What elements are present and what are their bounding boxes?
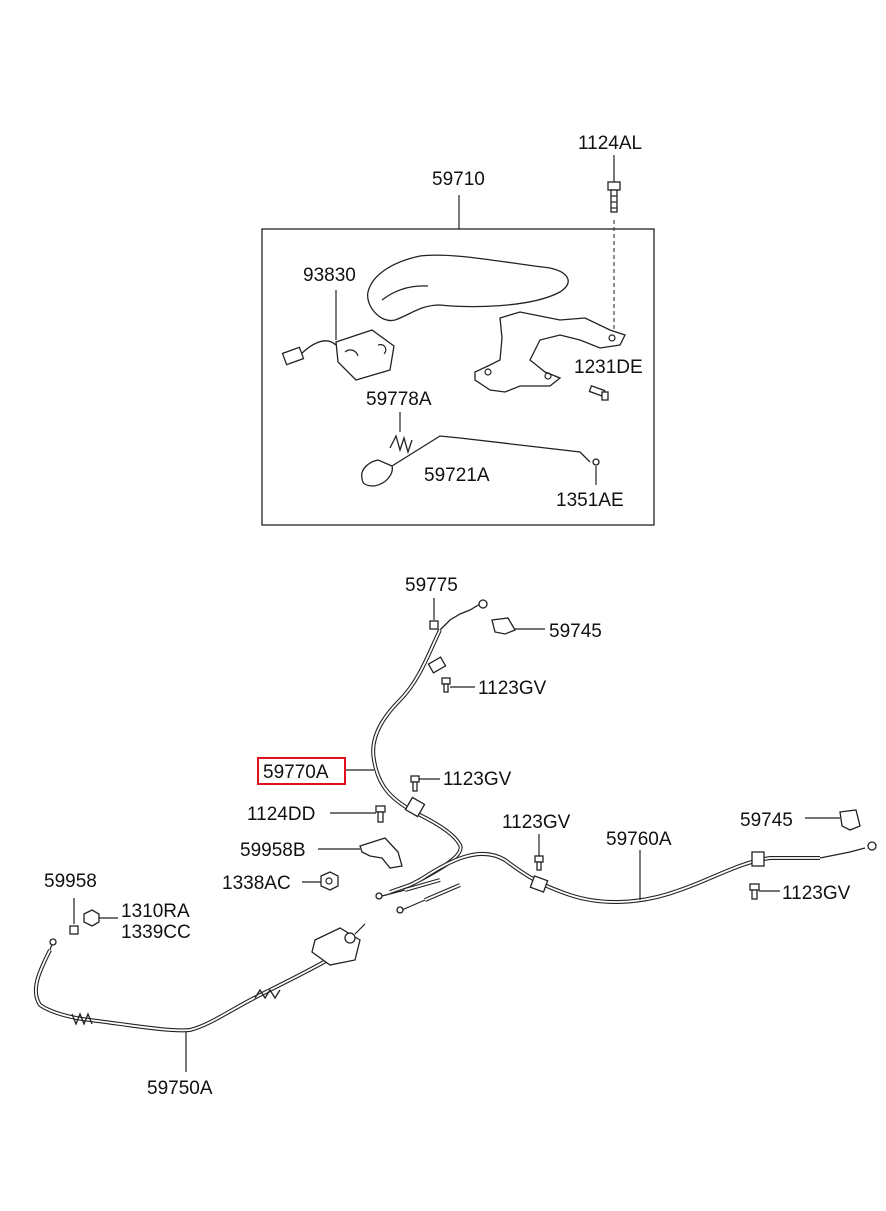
- label-59778A[interactable]: 59778A: [366, 389, 432, 410]
- label-59770A[interactable]: 59770A: [263, 762, 329, 783]
- label-1351AE[interactable]: 1351AE: [556, 490, 624, 511]
- label-59750A[interactable]: 59750A: [147, 1078, 213, 1099]
- bolt-1123GV-2: [410, 775, 440, 792]
- brake-lever-handle: [367, 254, 626, 393]
- bracket-59958B: [318, 837, 403, 869]
- screw-1231DE: [588, 384, 609, 401]
- label-59775[interactable]: 59775: [405, 575, 458, 596]
- bolt-1123GV-3: [534, 834, 544, 871]
- bolt-1123GV-1: [441, 677, 475, 693]
- label-1339CC[interactable]: 1339CC: [121, 922, 191, 943]
- cable-59770A: [371, 599, 488, 894]
- label-1123GV-2[interactable]: 1123GV: [443, 769, 512, 790]
- highlight-box-59770A: [257, 757, 346, 785]
- label-1124AL[interactable]: 1124AL: [578, 133, 642, 154]
- cable-59760A: [418, 841, 877, 904]
- label-59721A[interactable]: 59721A: [424, 465, 490, 486]
- nut-1338AC: [302, 871, 339, 891]
- label-1123GV-1[interactable]: 1123GV: [478, 678, 547, 699]
- cable-ends: [375, 878, 461, 914]
- label-1310RA[interactable]: 1310RA: [121, 901, 190, 922]
- label-59958B[interactable]: 59958B: [240, 840, 306, 861]
- clip-59745-right: [805, 809, 861, 831]
- label-1231DE[interactable]: 1231DE: [574, 357, 643, 378]
- hardware-59958: [69, 898, 79, 935]
- cable-59750A: [33, 923, 366, 1033]
- label-59958[interactable]: 59958: [44, 871, 97, 892]
- lever-assembly-box: [261, 228, 655, 526]
- label-59710[interactable]: 59710: [432, 169, 485, 190]
- label-59745-top[interactable]: 59745: [549, 621, 602, 642]
- hardware-59775: [429, 598, 439, 630]
- spring-59778A: [389, 412, 413, 455]
- label-1124DD[interactable]: 1124DD: [247, 804, 315, 825]
- label-1123GV-4[interactable]: 1123GV: [782, 883, 851, 904]
- label-59745-right[interactable]: 59745: [740, 810, 793, 831]
- bolt-1124AL: [607, 181, 621, 213]
- label-93830[interactable]: 93830: [303, 265, 356, 286]
- label-59760A[interactable]: 59760A: [606, 829, 672, 850]
- clip-59745-top: [491, 617, 545, 635]
- label-1123GV-3[interactable]: 1123GV: [502, 812, 571, 833]
- label-1338AC[interactable]: 1338AC: [222, 873, 291, 894]
- switch-93830: [281, 329, 395, 381]
- rod-59721A: [361, 435, 600, 487]
- nut-1310RA: [83, 909, 118, 927]
- bolt-1123GV-4: [749, 883, 780, 900]
- bolt-1124DD: [330, 805, 386, 823]
